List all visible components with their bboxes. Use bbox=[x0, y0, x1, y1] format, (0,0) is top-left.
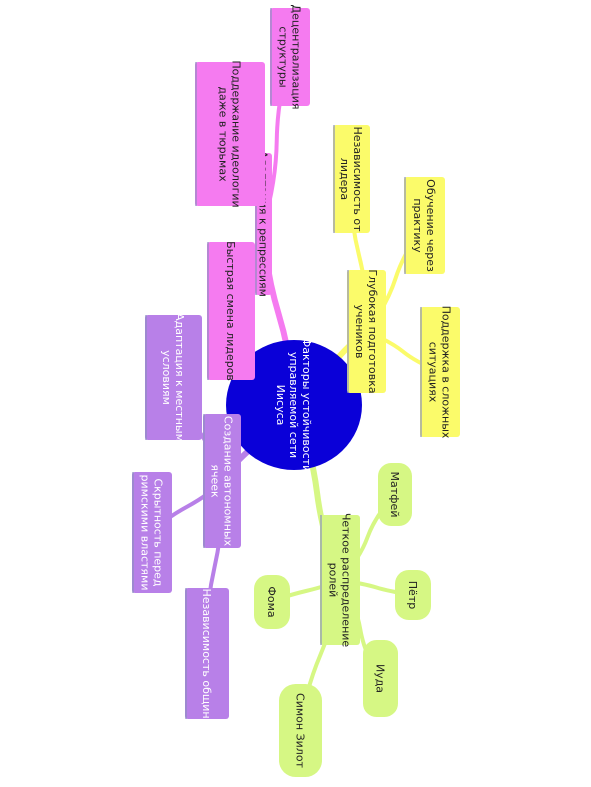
training-child-1-box[interactable] bbox=[404, 177, 445, 274]
training-child-2-label-line: Поддержка в сложных bbox=[440, 306, 453, 439]
repressions-branch-accent bbox=[255, 153, 257, 295]
roles-child-2-label: Фома bbox=[265, 586, 278, 617]
autonomy-branch-label-line: ячеек bbox=[209, 464, 222, 498]
autonomy-child-1-label-line: Скрытность перед bbox=[152, 478, 165, 586]
repressions-child-2-accent bbox=[207, 242, 209, 380]
autonomy-child-2-box[interactable] bbox=[185, 588, 229, 719]
training-child-1-accent bbox=[404, 177, 406, 274]
roles-child-2-label-line: Фома bbox=[265, 586, 278, 617]
repressions-child-0-label-line: Децентрализация bbox=[290, 5, 303, 110]
roles-branch-label-line: ролей bbox=[327, 563, 340, 598]
autonomy-branch-label-line: Создание автономных bbox=[222, 416, 235, 547]
training-child-0-label-line: Независимость от bbox=[351, 126, 364, 232]
autonomy-child-0-label-line: Адаптация к местным bbox=[173, 313, 186, 442]
central-topic-label-line: Иисуса bbox=[274, 385, 287, 426]
autonomy-child-1-accent bbox=[132, 472, 134, 593]
training-branch-accent bbox=[347, 270, 349, 393]
training-child-1-label-line: практику bbox=[411, 198, 424, 253]
roles-child-0-box[interactable] bbox=[378, 463, 412, 526]
training-child-0-box[interactable] bbox=[333, 125, 370, 233]
autonomy-child-2-accent bbox=[185, 588, 187, 719]
repressions-child-1-box[interactable] bbox=[195, 62, 265, 206]
roles-child-4-box[interactable] bbox=[279, 684, 322, 777]
training-child-2-box[interactable] bbox=[420, 307, 460, 437]
roles-child-4-label-line: Симон Зилот bbox=[294, 693, 307, 769]
roles-branch-accent bbox=[320, 515, 322, 645]
training-child-2-accent bbox=[420, 307, 422, 437]
roles-child-1-box[interactable] bbox=[395, 570, 431, 620]
training-child-1-label-line: Обучение через bbox=[424, 179, 437, 272]
training-branch-box[interactable] bbox=[347, 270, 386, 393]
repressions-child-0-accent bbox=[270, 8, 272, 106]
autonomy-child-1-box[interactable] bbox=[132, 472, 172, 593]
autonomy-child-0-accent bbox=[145, 315, 147, 440]
roles-child-3-label: Иуда bbox=[374, 664, 387, 693]
training-branch-label-line: Глубокая подготовка bbox=[366, 269, 379, 393]
autonomy-child-2-label-line: Независимость общин bbox=[200, 588, 213, 718]
roles-branch-box[interactable] bbox=[320, 515, 360, 645]
training-child-0-accent bbox=[333, 125, 335, 233]
autonomy-child-0-box[interactable] bbox=[145, 315, 202, 440]
roles-branch-label-line: Четкое распределение bbox=[340, 513, 353, 648]
repressions-child-1-accent bbox=[195, 62, 197, 206]
central-topic-node[interactable] bbox=[226, 340, 362, 470]
autonomy-child-0-label-line: условиям bbox=[160, 350, 173, 405]
roles-child-1-label: Пётр bbox=[406, 581, 419, 609]
roles-child-4-label: Симон Зилот bbox=[294, 693, 307, 769]
repressions-child-0-label-line: структуры bbox=[277, 26, 290, 87]
repressions-child-0-box[interactable] bbox=[270, 8, 310, 106]
roles-child-0-label-line: Матфей bbox=[388, 472, 401, 518]
central-topic-label-line: управляемой сети bbox=[287, 352, 300, 458]
autonomy-child-2-label: Независимость общин bbox=[200, 588, 213, 718]
roles-child-2-box[interactable] bbox=[254, 575, 290, 629]
repressions-child-2-label: Быстрая смена лидеров bbox=[224, 241, 237, 381]
autonomy-branch-box[interactable] bbox=[203, 414, 241, 548]
roles-child-3-label-line: Иуда bbox=[374, 664, 387, 693]
roles-child-0-label: Матфей bbox=[388, 472, 401, 518]
roles-child-3-box[interactable] bbox=[363, 640, 398, 717]
repressions-child-2-label-line: Быстрая смена лидеров bbox=[224, 241, 237, 381]
repressions-child-1-label-line: даже в тюрьмах bbox=[217, 86, 230, 182]
roles-child-1-label-line: Пётр bbox=[406, 581, 419, 609]
repressions-child-2-box[interactable] bbox=[207, 242, 255, 380]
training-branch-label-line: учеников bbox=[353, 305, 366, 359]
training-child-2-label-line: ситуациях bbox=[427, 342, 440, 403]
central-topic-label-line: Факторы устойчивости bbox=[300, 338, 313, 472]
repressions-child-1-label-line: Поддержание идеологии bbox=[230, 60, 243, 207]
autonomy-branch-accent bbox=[203, 414, 205, 548]
training-child-0-label-line: лидера bbox=[338, 158, 351, 200]
autonomy-child-1-label-line: римскими властями bbox=[139, 475, 152, 591]
